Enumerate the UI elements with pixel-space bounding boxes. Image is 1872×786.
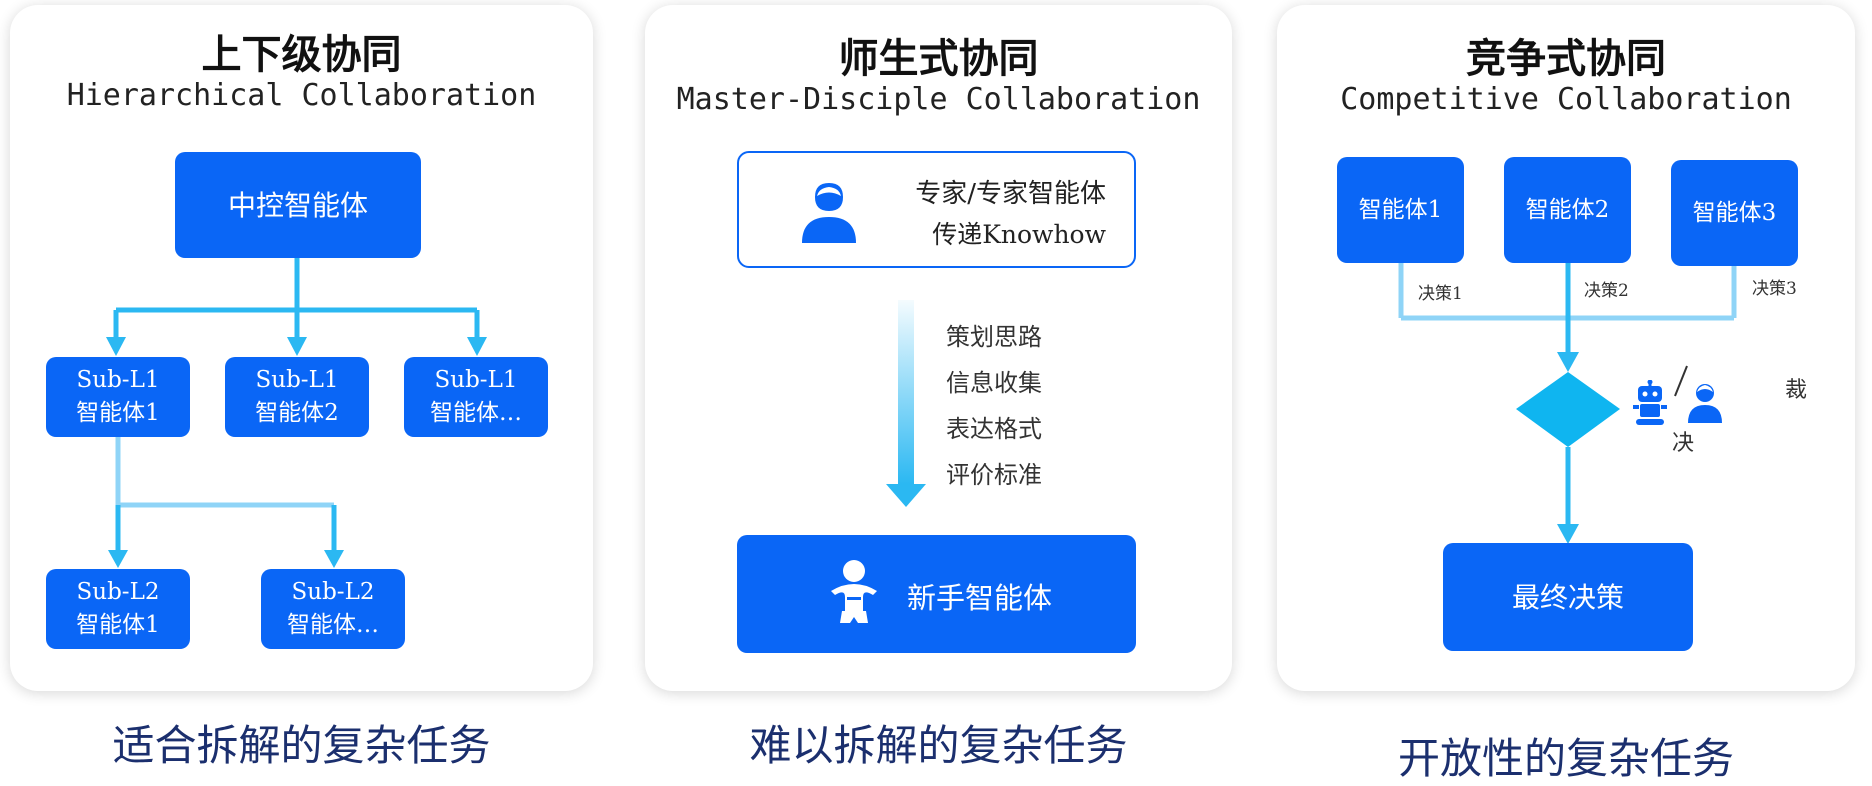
- root-agent-label: 中控智能体: [227, 188, 368, 222]
- sub-l2-node-2-line2: 智能体…: [287, 612, 379, 638]
- sub-l2-node-1: Sub-L2 智能体1: [46, 569, 190, 649]
- panel-subtitle-master-disciple: Master-Disciple Collaboration: [676, 82, 1201, 117]
- novice-agent-node: 新手智能体: [737, 535, 1136, 653]
- panel-subtitle-hierarchical: Hierarchical Collaboration: [66, 78, 537, 113]
- sub-l1-node-2-line2: 智能体2: [255, 400, 339, 426]
- step-planning: 策划思路: [946, 323, 1042, 351]
- decision-label-2: 决策2: [1584, 281, 1629, 301]
- final-decision-node: 最终决策: [1443, 543, 1693, 651]
- panel-subtitle-competitive: Competitive Collaboration: [1340, 82, 1792, 117]
- sub-l1-node-1: Sub-L1 智能体1: [46, 357, 190, 437]
- sub-l1-node-2-line1: Sub-L1: [255, 367, 339, 393]
- competitor-agent-2: 智能体2: [1504, 157, 1631, 263]
- panel-title-hierarchical: 上下级协同: [201, 32, 402, 78]
- sub-l1-node-3-line2: 智能体…: [430, 400, 522, 426]
- caption-hierarchical: 适合拆解的复杂任务: [112, 721, 491, 770]
- expert-label-line1: 专家/专家智能体: [915, 179, 1106, 209]
- sub-l1-node-3-line1: Sub-L1: [434, 367, 518, 393]
- sub-l2-node-1-line2: 智能体1: [76, 612, 160, 638]
- panel-title-master-disciple: 师生式协同: [838, 36, 1039, 82]
- root-agent-node: 中控智能体: [175, 152, 421, 258]
- sub-l1-node-1-line2: 智能体1: [76, 400, 160, 426]
- sub-l1-node-1-line1: Sub-L1: [76, 367, 160, 393]
- sub-l2-node-1-line1: Sub-L2: [76, 579, 160, 605]
- baby-icon: [831, 560, 877, 623]
- panel-title-competitive: 竞争式协同: [1466, 36, 1666, 82]
- competitor-agent-2-label: 智能体2: [1525, 196, 1610, 223]
- step-expression-format: 表达格式: [946, 415, 1042, 443]
- competitor-agent-1: 智能体1: [1337, 157, 1464, 263]
- expert-box: 专家/专家智能体 传递Knowhow: [737, 151, 1136, 268]
- sub-l2-node-2: Sub-L2 智能体…: [261, 569, 405, 649]
- sub-l1-node-3: Sub-L1 智能体…: [404, 357, 548, 437]
- expert-user-icon: [802, 183, 856, 243]
- step-info-gathering: 信息收集: [946, 369, 1042, 397]
- robot-icon: [1633, 380, 1667, 425]
- decision-label-1: 决策1: [1418, 284, 1463, 304]
- final-decision-label: 最终决策: [1511, 580, 1624, 614]
- decision-label-3: 决策3: [1752, 279, 1797, 299]
- competitor-agent-3: 智能体3: [1671, 160, 1798, 266]
- person-icon: [1688, 384, 1722, 423]
- step-evaluation-criteria: 评价标准: [946, 461, 1042, 489]
- judge-char-2: 决: [1672, 431, 1695, 456]
- sub-l1-node-2: Sub-L1 智能体2: [225, 357, 369, 437]
- slash-divider: [1674, 365, 1688, 397]
- caption-master-disciple: 难以拆解的复杂任务: [749, 721, 1128, 770]
- competitor-agent-3-label: 智能体3: [1692, 199, 1777, 226]
- competitor-agent-1-label: 智能体1: [1358, 196, 1443, 223]
- sub-l2-node-2-line1: Sub-L2: [291, 579, 375, 605]
- expert-label-line2: 传递Knowhow: [932, 220, 1106, 249]
- judge-char-1: 裁: [1785, 378, 1808, 403]
- caption-competitive: 开放性的复杂任务: [1397, 734, 1734, 783]
- novice-agent-label: 新手智能体: [907, 581, 1053, 615]
